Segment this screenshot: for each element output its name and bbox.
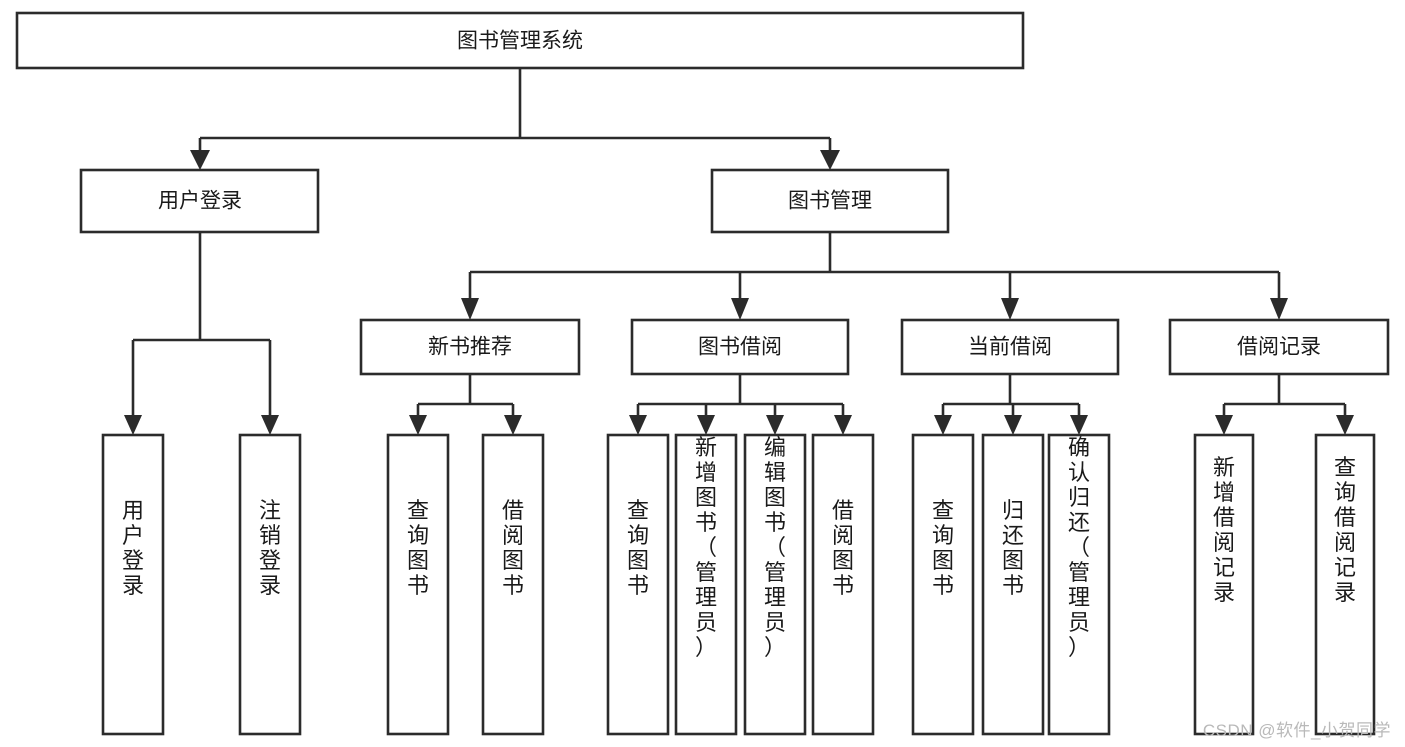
leaf-node-box [481, 433, 545, 736]
leaf-node-label: 确认归还（管理员） [1068, 435, 1090, 660]
node-book-management-label: 图书管理 [788, 190, 872, 213]
node-book-borrow-box [630, 318, 850, 376]
leaf-node-box [1047, 433, 1111, 736]
leaf-node[interactable]: 新增借阅记录 [1193, 433, 1255, 736]
node-book-borrow-label: 图书借阅 [698, 336, 782, 359]
leaf-node[interactable]: 查询图书 [386, 433, 450, 736]
node-current-borrow-label: 当前借阅 [968, 336, 1052, 359]
leaf-node[interactable]: 查询图书 [911, 433, 975, 736]
arrow-root-to-login [190, 150, 210, 170]
arrow-bookmgmt-to-current [1001, 298, 1019, 320]
arrow-newbooks-to-leaf1 [409, 415, 427, 435]
arrow-current-to-leaf2 [1004, 415, 1022, 435]
leaf-node-label: 借阅图书 [832, 498, 854, 598]
leaf-node-box [238, 433, 302, 736]
leaf-node-box [1314, 433, 1376, 736]
arrow-borrow-to-leaf4 [834, 415, 852, 435]
node-new-book-recommend-label: 新书推荐 [428, 336, 512, 359]
node-user-login-box [79, 168, 320, 234]
arrow-root-to-bookmgmt [820, 150, 840, 170]
connector-group-current [934, 374, 1088, 435]
leaf-node-label: 新增借阅记录 [1213, 455, 1235, 605]
arrow-newbooks-to-leaf2 [504, 415, 522, 435]
arrow-current-to-leaf1 [934, 415, 952, 435]
leaf-node-label: 归还图书 [1002, 498, 1024, 598]
leaf-node-label: 借阅图书 [502, 498, 524, 598]
leaf-node[interactable]: 借阅图书 [811, 433, 875, 736]
node-book-management-box [710, 168, 950, 234]
leaf-node-label: 查询图书 [407, 498, 429, 598]
node-borrow-records-box [1168, 318, 1390, 376]
leaf-node-label: 编辑图书（管理员） [764, 435, 786, 660]
leaf-node[interactable]: 编辑图书（管理员） [743, 433, 807, 736]
leaf-node[interactable]: 查询借阅记录 [1314, 433, 1376, 736]
connector-group-borrow [629, 374, 852, 435]
leaf-node[interactable]: 注销登录 [238, 433, 302, 736]
leaf-node-box [386, 433, 450, 736]
node-root-system-label: 图书管理系统 [457, 30, 583, 53]
leaf-node-label: 用户登录 [122, 498, 144, 598]
leaf-node-label: 查询借阅记录 [1334, 455, 1356, 605]
leaf-node-label: 注销登录 [259, 498, 281, 598]
leaf-node-label: 新增图书（管理员） [695, 435, 717, 660]
node-book-borrow[interactable]: 图书借阅 [630, 318, 850, 376]
arrow-records-to-leaf1 [1215, 415, 1233, 435]
arrow-borrow-to-leaf1 [629, 415, 647, 435]
leaf-node[interactable]: 查询图书 [606, 433, 670, 736]
leaf-node[interactable]: 归还图书 [981, 433, 1045, 736]
leaf-node-box [981, 433, 1045, 736]
leaf-node-box [101, 433, 165, 736]
node-book-management[interactable]: 图书管理 [710, 168, 950, 234]
leaf-node-label: 查询图书 [627, 498, 649, 598]
arrow-bookmgmt-to-records [1270, 298, 1288, 320]
leaf-node[interactable]: 新增图书（管理员） [674, 433, 738, 736]
node-borrow-records-label: 借阅记录 [1237, 336, 1321, 359]
leaf-node-box [811, 433, 875, 736]
node-borrow-records[interactable]: 借阅记录 [1168, 318, 1390, 376]
node-current-borrow[interactable]: 当前借阅 [900, 318, 1120, 376]
leaf-node-box [911, 433, 975, 736]
leaf-node[interactable]: 借阅图书 [481, 433, 545, 736]
arrow-borrow-to-leaf3 [766, 415, 784, 435]
leaf-node-box [674, 433, 738, 736]
leaf-node[interactable]: 用户登录 [101, 433, 165, 736]
connector-group-login [124, 232, 279, 435]
leaf-node-box [606, 433, 670, 736]
arrow-bookmgmt-to-borrow [731, 298, 749, 320]
node-root-system-box [15, 11, 1025, 70]
node-user-login[interactable]: 用户登录 [79, 168, 320, 234]
arrow-records-to-leaf2 [1336, 415, 1354, 435]
arrow-bookmgmt-to-newbooks [461, 298, 479, 320]
arrow-login-to-leaf2 [261, 415, 279, 435]
connector-group-newbooks [409, 374, 522, 435]
connector-group-root [190, 68, 840, 170]
node-new-book-recommend[interactable]: 新书推荐 [359, 318, 581, 376]
node-new-book-recommend-box [359, 318, 581, 376]
arrow-borrow-to-leaf2 [697, 415, 715, 435]
arrow-current-to-leaf3 [1070, 415, 1088, 435]
leaf-node-box [1193, 433, 1255, 736]
leaf-node-label: 查询图书 [932, 498, 954, 598]
leaf-node[interactable]: 确认归还（管理员） [1047, 433, 1111, 736]
node-root-system[interactable]: 图书管理系统 [15, 11, 1025, 70]
node-current-borrow-box [900, 318, 1120, 376]
leaf-node-box [743, 433, 807, 736]
node-user-login-label: 用户登录 [158, 190, 242, 213]
connector-group-records [1215, 374, 1354, 435]
connector-group-bookmgmt [461, 232, 1288, 320]
arrow-login-to-leaf1 [124, 415, 142, 435]
